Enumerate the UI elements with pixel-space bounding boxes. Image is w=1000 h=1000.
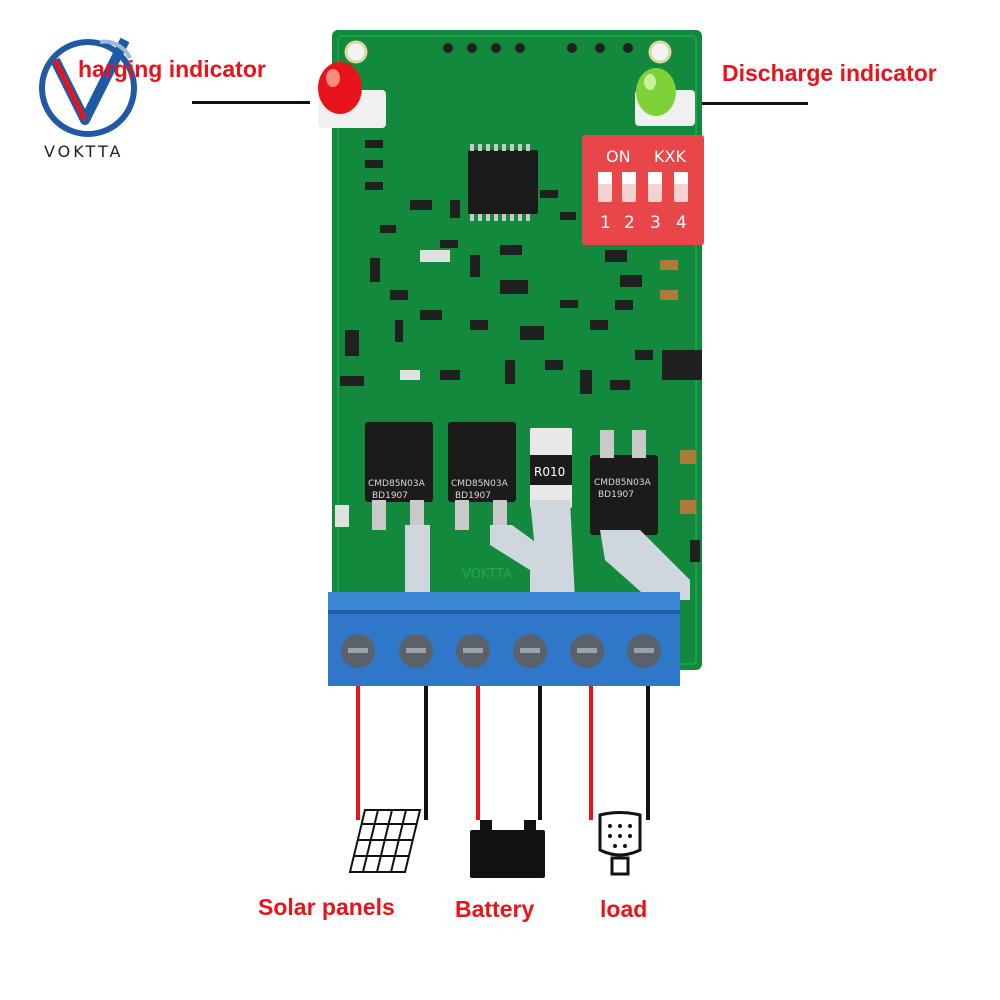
lamp-icon — [598, 811, 642, 876]
terminal-screws — [341, 634, 661, 668]
mosfet-q-middle: CMD85N03A BD1907 — [448, 422, 516, 530]
dip-on-text: ON — [606, 147, 631, 166]
mosfet-3-mark: CMD85N03A — [594, 478, 652, 488]
tinned-traces — [405, 500, 690, 600]
terminal-block — [328, 592, 680, 686]
logo-text: VOKTTA — [44, 142, 124, 161]
dip-number-2: 2 — [624, 213, 635, 233]
red-led-icon — [318, 62, 386, 128]
solar-panel-icon — [348, 809, 422, 873]
discharge-indicator-label: Discharge indicator — [722, 60, 937, 86]
dip-brand-text: KXK — [654, 147, 686, 166]
dip-switch: ON KXK 1 2 3 4 — [582, 135, 704, 245]
dip-number-3: 3 — [650, 213, 661, 233]
mounting-hole-icon — [344, 40, 368, 64]
battery-icon — [470, 820, 545, 878]
smd-components — [335, 140, 702, 562]
mosfet-q-left: CMD85N03A BD1907 — [365, 422, 433, 530]
load-label: load — [600, 896, 648, 922]
dip-number-1: 1 — [600, 213, 611, 233]
wires — [356, 686, 650, 820]
pcb-watermark: VOKTTA — [462, 567, 512, 582]
logo-emblem-icon — [39, 37, 137, 137]
battery-label: Battery — [455, 896, 535, 922]
charging-indicator-label: harging indicator — [78, 56, 266, 82]
header-pins — [443, 43, 633, 53]
discharge-pointer-line — [690, 102, 808, 105]
mosfet-1-mark: CMD85N03A — [368, 479, 426, 489]
green-led-icon — [635, 68, 695, 126]
charging-pointer-line — [192, 101, 310, 104]
shunt-resistor: R010 — [530, 428, 572, 508]
mosfet-2-mark: CMD85N03A — [451, 479, 509, 489]
mounting-hole-icon — [648, 40, 672, 64]
solar-panels-label: Solar panels — [258, 894, 395, 920]
mosfet-q-right: CMD85N03A BD1907 — [590, 430, 658, 535]
mosfet-2-code: BD1907 — [455, 491, 491, 501]
mosfet-3-code: BD1907 — [598, 490, 634, 500]
dip-number-4: 4 — [676, 213, 687, 233]
mosfet-1-code: BD1907 — [372, 491, 408, 501]
ic-u1 — [468, 144, 538, 221]
shunt-label: R010 — [534, 465, 565, 479]
